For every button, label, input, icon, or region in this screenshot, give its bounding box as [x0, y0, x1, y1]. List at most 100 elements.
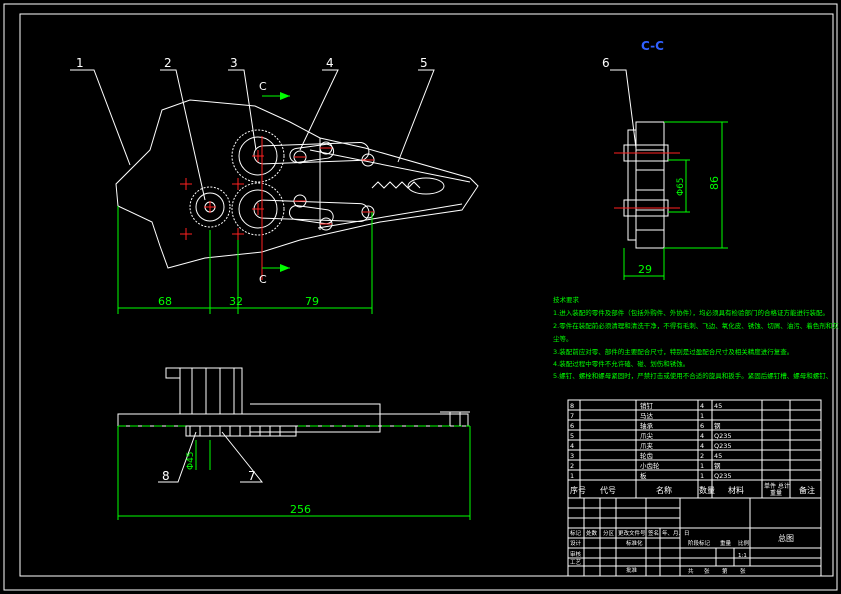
dim-79: 79 [305, 295, 319, 308]
tb-label: 标记 [570, 529, 582, 537]
note-line: 2.零件在装配前必须清理和清洗干净，不得有毛刺、飞边、氧化皮、锈蚀、切屑、油污、… [553, 321, 839, 330]
bom-cell-name: 板 [640, 471, 647, 480]
bom-cell-material: Q235 [714, 472, 732, 480]
note-line: 5.螺钉、螺栓和螺母紧固时，严禁打击或使用不合适的旋具和扳手。紧固后螺钉槽、螺母… [553, 371, 832, 380]
callout-4: 4 [326, 56, 334, 70]
dim-68: 68 [158, 295, 172, 308]
tb-label: 处数 [586, 529, 598, 537]
bom-cell-qty: 1 [700, 412, 704, 420]
callout-8: 8 [162, 469, 170, 483]
bom-cell-name: 轴承 [640, 421, 654, 430]
bom-cell-qty: 1 [700, 462, 704, 470]
bom-header-material: 材料 [728, 485, 744, 495]
tb-label: 设计 [570, 539, 582, 547]
tb-label: 标准化 [626, 539, 643, 547]
callout-1: 1 [76, 56, 84, 70]
callout-5: 5 [420, 56, 428, 70]
lower-gear [231, 182, 285, 236]
bom-cell-name: 销钉 [640, 401, 654, 410]
tb-label: 批准 [626, 566, 638, 574]
jaw-opening [407, 177, 445, 195]
top-view: C C 68 32 79 1 2 3 4 5 [70, 56, 479, 314]
center-marks [180, 136, 374, 280]
notes-title: 技术要求 [553, 295, 580, 304]
bom-cell-material: 钢 [714, 422, 721, 430]
bom-cell-qty: 2 [700, 452, 704, 460]
bom-cell-qty: 4 [700, 402, 704, 410]
bom-cell-no: 2 [570, 462, 574, 470]
section-title: C-C [641, 39, 664, 53]
dim-32: 32 [229, 295, 243, 308]
tb-label: 分区 [603, 529, 615, 537]
bom-cell-name: 小齿轮 [640, 461, 660, 470]
bom-cell-no: 8 [570, 402, 574, 410]
technical-notes: 技术要求 1.进入装配的零件及部件（包括外购件、外协件），均必须具有检验部门的合… [553, 295, 839, 380]
tb-label: 阶段标记 [688, 539, 711, 547]
bom-cell-qty: 6 [700, 422, 704, 430]
callout-2: 2 [164, 56, 172, 70]
bom-cell-material: 45 [714, 452, 722, 460]
tb-sheet: 张 [740, 567, 746, 575]
dim-86: 86 [708, 176, 721, 190]
bom-header-weight-sub: 重量 [770, 489, 782, 497]
section-view: C-C 6 Φ65 86 29 [602, 39, 728, 280]
dim-phi65: Φ65 [676, 177, 686, 196]
tb-label: 更改文件号 [618, 529, 646, 537]
bom-cell-material: Q235 [714, 432, 732, 440]
bom-cell-no: 4 [570, 442, 574, 450]
note-line: 尘等。 [553, 334, 573, 343]
bom-header-code: 代号 [600, 485, 616, 495]
bom-cell-name: 爪夹 [640, 441, 654, 450]
bom-cell-qty: 4 [700, 432, 704, 440]
note-line: 1.进入装配的零件及部件（包括外购件、外协件），均必须具有检验部门的合格证方能进… [553, 308, 829, 317]
bom-cell-qty: 1 [700, 472, 704, 480]
bom-cell-no: 7 [570, 412, 574, 420]
pinion-gear [189, 186, 231, 228]
bom-header-no: 序号 [570, 485, 586, 495]
bom-header-weight: 单件 总计 [764, 482, 790, 490]
bom-header-name: 名称 [656, 485, 672, 495]
dim-phi45: Φ45 [186, 451, 196, 470]
tb-scale: 1:1 [738, 553, 747, 559]
bom-header-remark: 备注 [799, 485, 815, 495]
bom-cell-no: 6 [570, 422, 574, 430]
tb-sheet: 第 [722, 567, 728, 575]
bom-cell-name: 马达 [640, 411, 654, 420]
bom-cell-material: 45 [714, 402, 722, 410]
outer-border [3, 3, 838, 591]
jaw-serration [371, 181, 421, 189]
dim-29: 29 [638, 263, 652, 276]
tb-sheet: 共 [688, 567, 694, 575]
section-arrows: C C [259, 80, 290, 286]
note-line: 4.装配过程中零件不允许磕、碰、划伤和锈蚀。 [553, 359, 689, 368]
bom-cell-no: 1 [570, 472, 574, 480]
bom-cell-no: 3 [570, 452, 574, 460]
tb-label: 工艺 [570, 559, 582, 566]
note-line: 3.装配前应对零、部件的主要配合尺寸，特别是过盈配合尺寸及相关精度进行复查。 [553, 347, 793, 356]
callout-7: 7 [248, 469, 256, 483]
tb-label: 审核 [570, 550, 582, 558]
upper-gear [231, 129, 285, 183]
front-view: 8 7 Φ45 256 [117, 367, 471, 520]
bom-cell-qty: 4 [700, 442, 704, 450]
dim-256: 256 [290, 503, 311, 516]
callout-6: 6 [602, 56, 610, 70]
tb-sheet: 张 [704, 567, 710, 575]
inner-border [19, 13, 834, 577]
tb-label: 比例 [738, 539, 750, 547]
section-arrow-upper-label: C [259, 80, 267, 93]
bom-cell-name: 爪尖 [640, 431, 654, 440]
bom-cell-name: 轮齿 [640, 451, 654, 460]
top-view-callouts: 1 2 3 4 5 [70, 56, 435, 201]
bom-cell-material: Q235 [714, 442, 732, 450]
section-arrow-lower-label: C [259, 273, 267, 286]
title-block: 标记 处数 分区 更改文件号 签名 年、月、日 设计 标准化 阶段标记 重量 比… [568, 498, 821, 576]
tb-label: 年、月、日 [662, 529, 690, 537]
drawing-name: 总图 [778, 533, 794, 543]
plate-outline [115, 99, 479, 269]
callout-3: 3 [230, 56, 238, 70]
bom-cell-material: 钢 [714, 462, 721, 470]
bom-cell-no: 5 [570, 432, 574, 440]
top-view-dimensions: 68 32 79 [117, 206, 373, 314]
